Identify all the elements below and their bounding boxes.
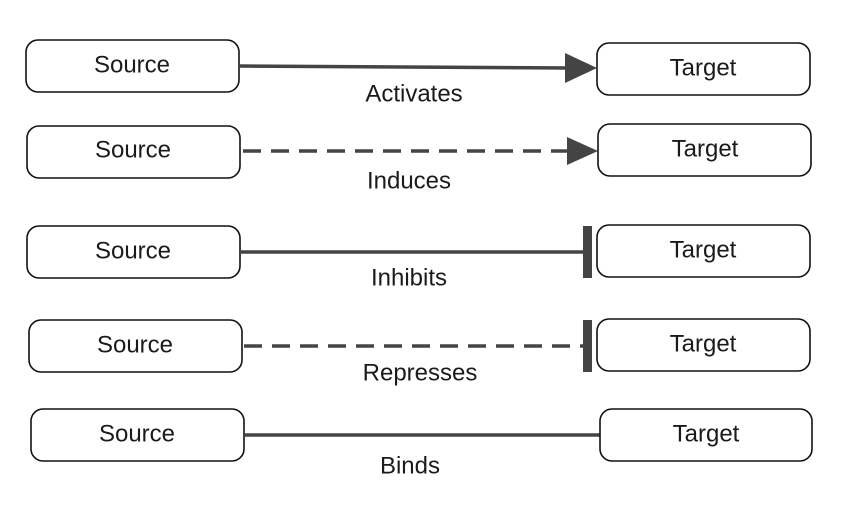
arrowhead-icon — [565, 53, 597, 83]
inhibition-bar-icon — [583, 320, 592, 372]
source-node[interactable] — [26, 125, 241, 179]
target-node[interactable] — [596, 42, 811, 96]
relation-row-represses: Source Target Represses — [28, 318, 811, 386]
relation-row-binds: Source Target Binds — [30, 408, 813, 479]
relation-row-activates: Source Target Activates — [25, 39, 811, 107]
relation-row-inhibits: Source Target Inhibits — [26, 224, 811, 291]
relation-row-induces: Source Target Induces — [26, 123, 812, 194]
target-node[interactable] — [597, 123, 812, 177]
target-node-label: Target — [670, 236, 737, 263]
target-node[interactable] — [596, 318, 811, 372]
source-node-label: Source — [95, 237, 171, 264]
source-node[interactable] — [28, 319, 243, 373]
target-node-label: Target — [670, 330, 737, 357]
target-node[interactable] — [599, 408, 813, 462]
target-node[interactable] — [596, 224, 811, 278]
source-node-label: Source — [94, 51, 170, 78]
edge-label-inhibits: Inhibits — [371, 264, 447, 291]
target-node-label: Target — [670, 54, 737, 81]
source-node-label: Source — [97, 331, 173, 358]
edge-label-activates: Activates — [365, 80, 462, 107]
edge-label-induces: Induces — [367, 167, 451, 194]
source-node-label: Source — [95, 136, 171, 163]
edge-label-represses: Represses — [363, 359, 478, 386]
arrowhead-icon — [567, 137, 598, 165]
source-node-label: Source — [99, 420, 175, 447]
edge-label-binds: Binds — [380, 452, 440, 479]
inhibition-bar-icon — [583, 226, 592, 278]
activates-edge-line — [238, 64, 571, 70]
target-node-label: Target — [672, 135, 739, 162]
target-node-label: Target — [673, 420, 740, 447]
